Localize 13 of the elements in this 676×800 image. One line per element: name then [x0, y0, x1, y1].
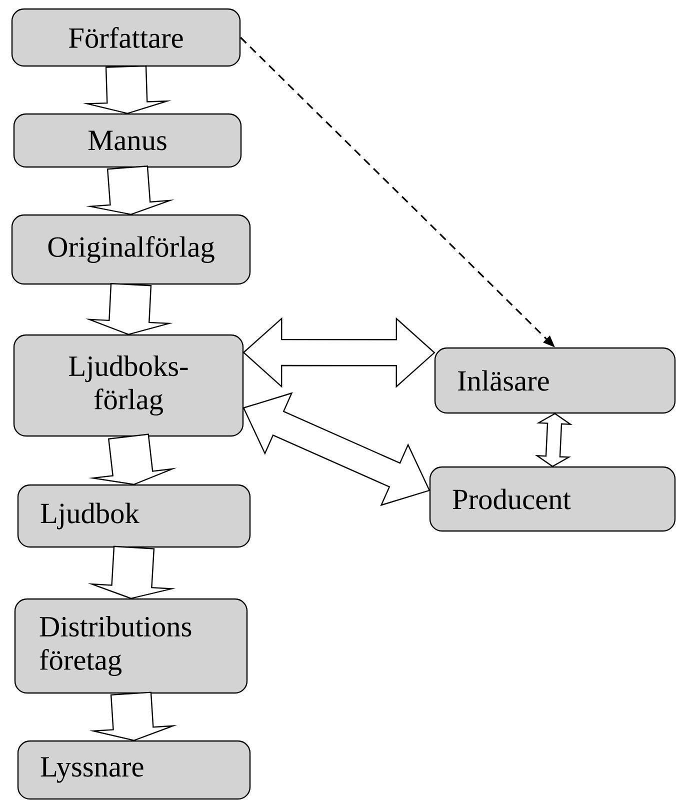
process-box: Inläsare — [434, 347, 676, 414]
block-arrow — [82, 65, 172, 114]
block-arrow — [89, 692, 178, 742]
process-box: Distributions företag — [14, 598, 248, 694]
process-box: Författare — [11, 8, 241, 67]
process-box: Ljudbok — [17, 484, 251, 548]
block-arrow — [88, 434, 177, 486]
process-box: Lyssnare — [17, 740, 251, 800]
process-box: Manus — [13, 113, 242, 168]
process-box: Ljudboks- förlag — [13, 334, 244, 437]
process-box: Originalförlag — [11, 214, 251, 285]
process-box: Producent — [429, 466, 676, 532]
block-arrow — [88, 546, 176, 600]
